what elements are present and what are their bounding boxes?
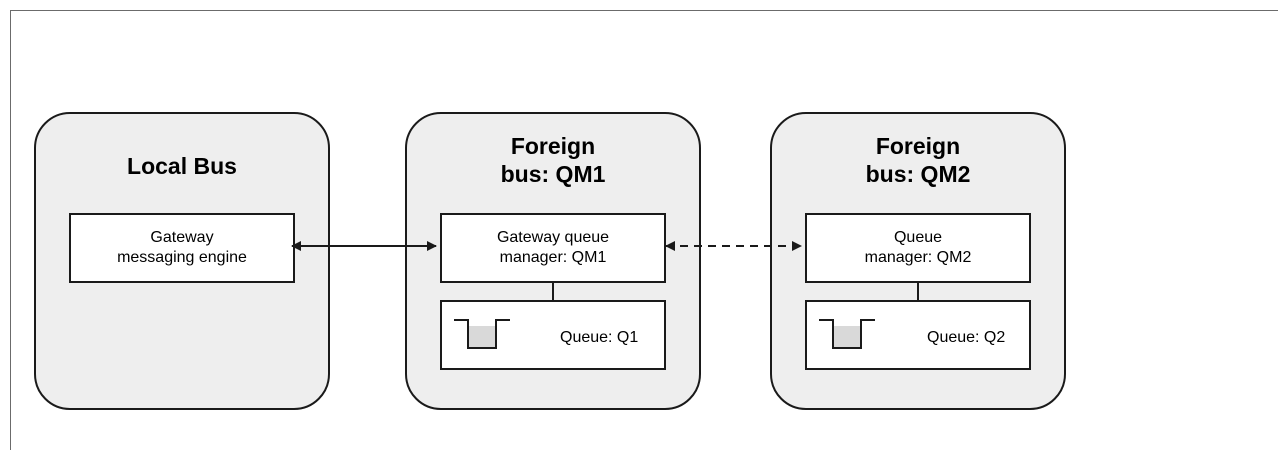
queue-manager-qm2-box: Queue manager: QM2: [805, 213, 1031, 283]
qm2-queue-connector: [917, 283, 919, 300]
qm1-queue-connector: [552, 283, 554, 300]
foreign-bus-qm1-container: Foreign bus: QM1 Gateway queue manager: …: [405, 112, 701, 410]
queue-icon: [454, 319, 510, 349]
frame-left-border: [10, 10, 11, 450]
local-bus-container: Local Bus Gateway messaging engine: [34, 112, 330, 410]
queue-q1-box: Queue: Q1: [440, 300, 666, 370]
queue-q2-box: Queue: Q2: [805, 300, 1031, 370]
foreign-bus-qm2-container: Foreign bus: QM2 Queue manager: QM2 Queu…: [770, 112, 1066, 410]
gateway-queue-manager-qm1-box: Gateway queue manager: QM1: [440, 213, 666, 283]
gateway-messaging-engine-box: Gateway messaging engine: [69, 213, 295, 283]
frame-top-border: [10, 10, 1278, 11]
local-bus-title: Local Bus: [127, 153, 237, 179]
queue-q1-label: Queue: Q1: [560, 329, 639, 346]
queue-q2-label: Queue: Q2: [927, 329, 1006, 346]
foreign-bus-qm1-title: Foreign bus: QM1: [500, 133, 606, 187]
foreign-bus-qm2-title: Foreign bus: QM2: [865, 133, 971, 187]
queue-icon: [819, 319, 875, 349]
